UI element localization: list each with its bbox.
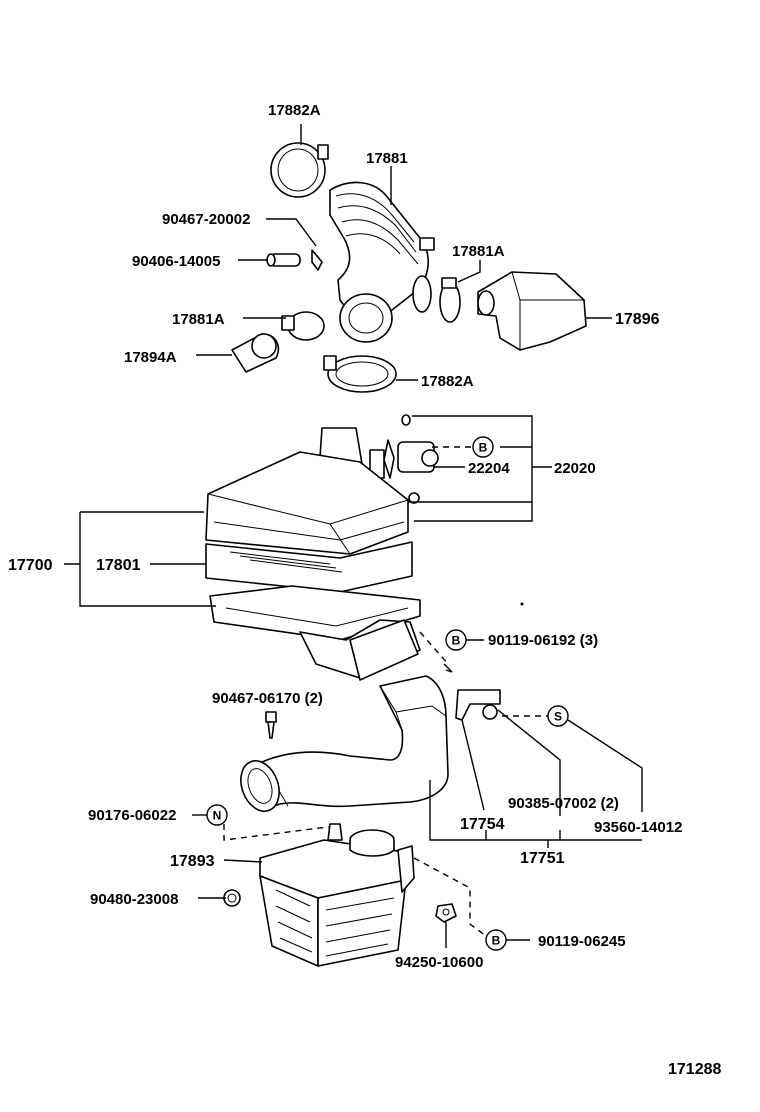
- leader-17893: [223, 859, 263, 863]
- sensor-22204: [369, 414, 439, 504]
- leader-93560-14012: [567, 719, 643, 812]
- hose-17894a: [231, 333, 280, 373]
- label-22204: 22204: [468, 460, 510, 477]
- pipe-90406-14005: [266, 253, 301, 267]
- label-90385-07002: 90385-07002 (2): [508, 795, 619, 812]
- label-17700: 17700: [8, 557, 53, 574]
- bracket-17700: [64, 511, 216, 607]
- label-17881a-right: 17881A: [452, 243, 505, 260]
- label-17896: 17896: [615, 311, 660, 328]
- dash-b2: [419, 631, 449, 665]
- label-93560-14012: 93560-14012: [594, 819, 682, 836]
- nut-94250-10600: [435, 903, 457, 923]
- air-cleaner-cap: [205, 427, 409, 555]
- label-90480-23008: 90480-23008: [90, 891, 178, 908]
- filter-element-17801: [205, 541, 413, 593]
- clip-90467-20002: [311, 249, 323, 271]
- marker-b-22020: B: [472, 436, 494, 458]
- label-90467-20002: 90467-20002: [162, 211, 250, 228]
- resonator-17896: [477, 271, 587, 351]
- dash-b3: [413, 857, 487, 937]
- dot: [520, 602, 524, 606]
- label-17801: 17801: [96, 557, 141, 574]
- marker-s-text: S: [554, 710, 562, 724]
- intake-duct-17751: [240, 675, 449, 812]
- leader-90467-20002: [266, 218, 317, 247]
- arrow-b2: [443, 663, 453, 673]
- label-90467-06170: 90467-06170 (2): [212, 690, 323, 707]
- label-17754: 17754: [460, 816, 505, 833]
- label-17894a: 17894A: [124, 349, 177, 366]
- label-90119-06192: 90119-06192 (3): [488, 632, 598, 649]
- label-90119-06245: 90119-06245: [538, 933, 626, 950]
- marker-b-text: B: [492, 934, 501, 948]
- label-17882a-top: 17882A: [268, 102, 321, 119]
- marker-b-90119-06192: B: [445, 629, 467, 651]
- air-cleaner-case: [209, 585, 421, 681]
- bracket-22020-a: [412, 415, 533, 522]
- bracket-17754: [455, 689, 501, 721]
- intake-hose-17881: [329, 181, 435, 343]
- dash-n: [223, 824, 337, 841]
- leader-17881a-right: [457, 260, 481, 283]
- clamp-17882a-top: [270, 142, 329, 198]
- label-17893: 17893: [170, 853, 215, 870]
- marker-n-text: N: [213, 809, 222, 823]
- leader-17754: [461, 719, 485, 811]
- leader-90385-07002: [497, 709, 561, 816]
- diagram-number: 171288: [668, 1061, 721, 1078]
- label-17881: 17881: [366, 150, 408, 167]
- marker-b-text: B: [452, 634, 461, 648]
- label-22020: 22020: [554, 460, 596, 477]
- clamp-17881a-right: [439, 277, 461, 323]
- marker-b-text: B: [479, 441, 488, 455]
- marker-b-90119-06245: B: [485, 929, 507, 951]
- label-90406-14005: 90406-14005: [132, 253, 220, 270]
- clamp-17882a-bottom: [323, 355, 397, 393]
- marker-s: S: [547, 705, 569, 727]
- lower-case-17893: [259, 823, 415, 967]
- marker-n: N: [206, 804, 228, 826]
- label-17881a-left: 17881A: [172, 311, 225, 328]
- label-17882a-bottom: 17882A: [421, 373, 474, 390]
- clamp-17881a-left: [281, 311, 325, 341]
- label-94250-10600: 94250-10600: [395, 954, 483, 971]
- label-17751: 17751: [520, 850, 565, 867]
- label-90176-06022: 90176-06022: [88, 807, 176, 824]
- grommet-90480-23008: [223, 889, 241, 907]
- clip-90467-06170: [265, 711, 277, 739]
- bracket-17751: [429, 780, 642, 848]
